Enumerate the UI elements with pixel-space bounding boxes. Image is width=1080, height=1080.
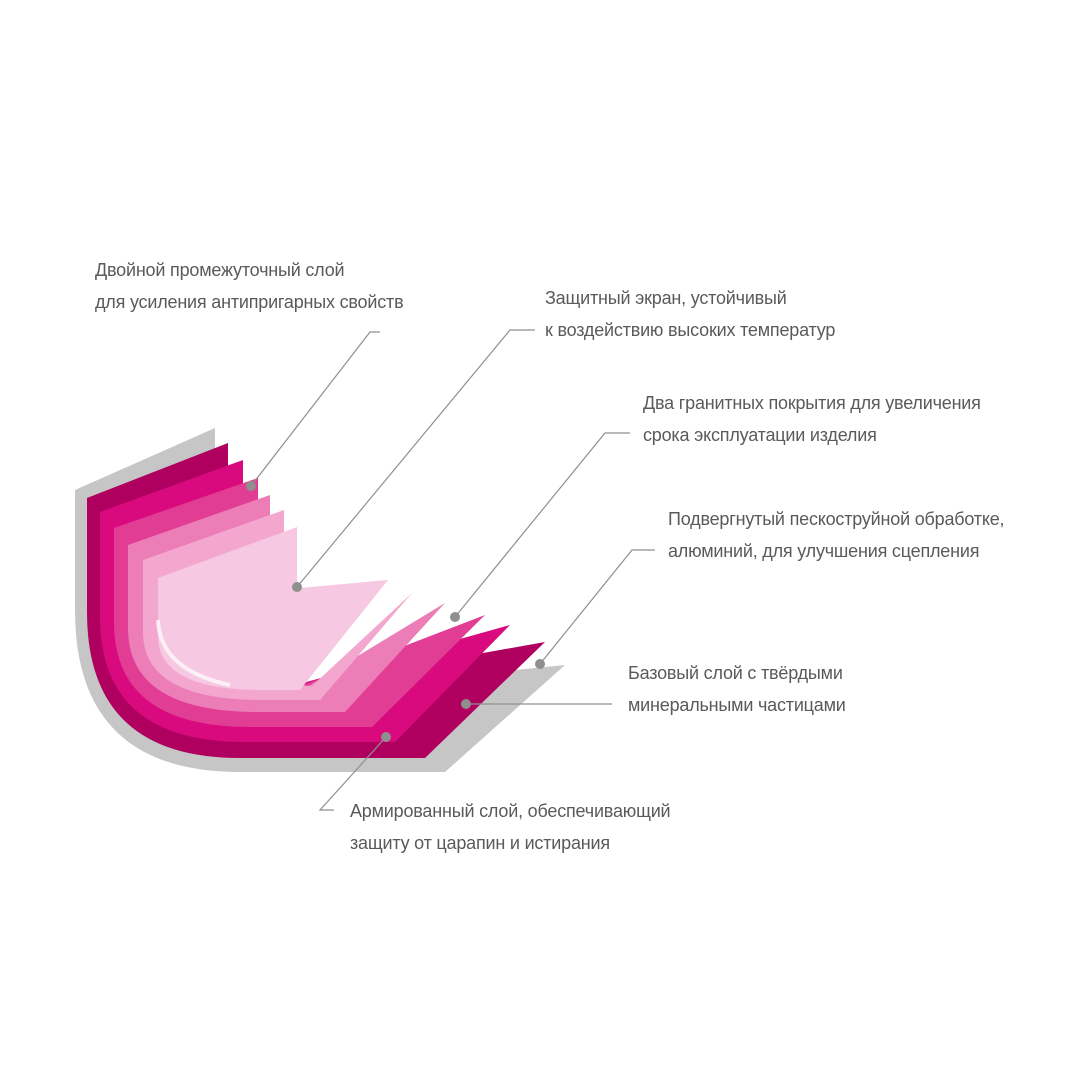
label-line: минеральными частицами [628,695,846,715]
label-line: защиту от царапин и истирания [350,833,610,853]
callout-intermediate [250,331,380,487]
callout-dot-aluminium [535,659,545,669]
label-line: к воздействию высоких температур [545,320,836,340]
label-line: срока эксплуатации изделия [643,425,877,445]
callout-dot-reinforced [381,732,391,742]
label-line: Защитный экран, устойчивый [545,288,787,308]
callout-granite [454,432,630,618]
label-granite-coatings: Два гранитных покрытия для увеличения ср… [643,387,981,451]
callout-lines [246,329,655,811]
callout-reinforced [318,736,387,811]
label-line: Два гранитных покрытия для увеличения [643,393,981,413]
callout-dot-granite [450,612,460,622]
label-reinforced-layer: Армированный слой, обеспечивающий защиту… [350,795,671,859]
label-line: для усиления антипригарных свойств [95,292,404,312]
label-line: Базовый слой с твёрдыми [628,663,843,683]
label-base-layer: Базовый слой с твёрдыми минеральными час… [628,657,846,721]
layer-stack [75,428,565,772]
callout-aluminium [539,549,655,665]
label-protective-screen: Защитный экран, устойчивый к воздействию… [545,282,835,346]
label-intermediate-layer: Двойной промежуточный слой для усиления … [95,254,404,318]
callout-protective [296,329,535,588]
label-line: алюминий, для улучшения сцепления [668,541,980,561]
label-line: Подвергнутый пескоструйной обработке, [668,509,1005,529]
callout-dot-base [461,699,471,709]
label-line: Армированный слой, обеспечивающий [350,801,671,821]
protective-screen-layer [158,527,388,690]
callout-dot-intermediate [246,481,256,491]
label-sandblasted-aluminium: Подвергнутый пескоструйной обработке, ал… [668,503,1005,567]
callout-dot-protective [292,582,302,592]
label-line: Двойной промежуточный слой [95,260,345,280]
inner-highlight [156,619,231,687]
